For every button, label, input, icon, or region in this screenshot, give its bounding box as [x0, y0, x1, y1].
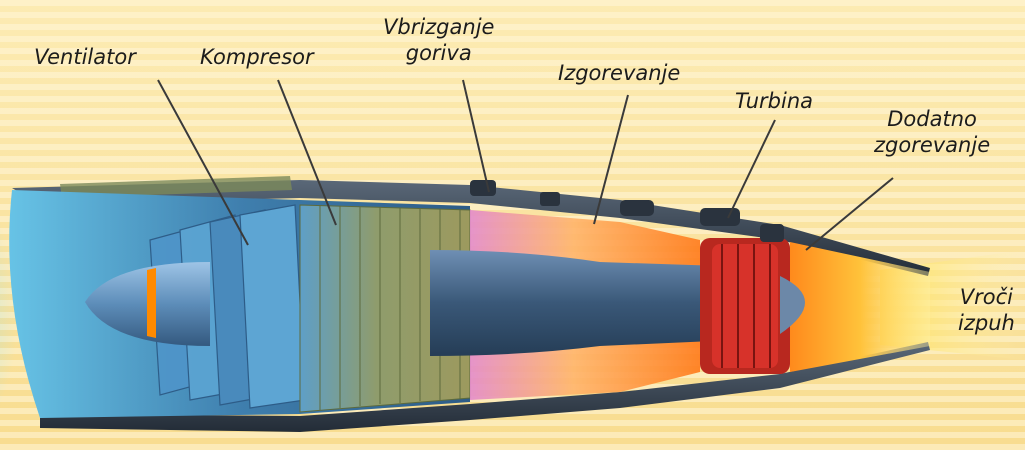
label-vroci-izpuh: Vroči izpuh	[958, 284, 1015, 336]
label-dodatno-zgorevanje: Dodatno zgorevanje	[874, 106, 990, 158]
label-turbina: Turbina	[735, 88, 813, 114]
label-ventilator: Ventilator	[34, 44, 136, 70]
label-izgorevanje: Izgorevanje	[558, 60, 680, 86]
turbine	[700, 238, 790, 374]
label-vbrizganje-goriva: Vbrizganje goriva	[383, 14, 494, 66]
nose-cone-stripe	[147, 268, 156, 338]
label-kompresor: Kompresor	[200, 44, 314, 70]
